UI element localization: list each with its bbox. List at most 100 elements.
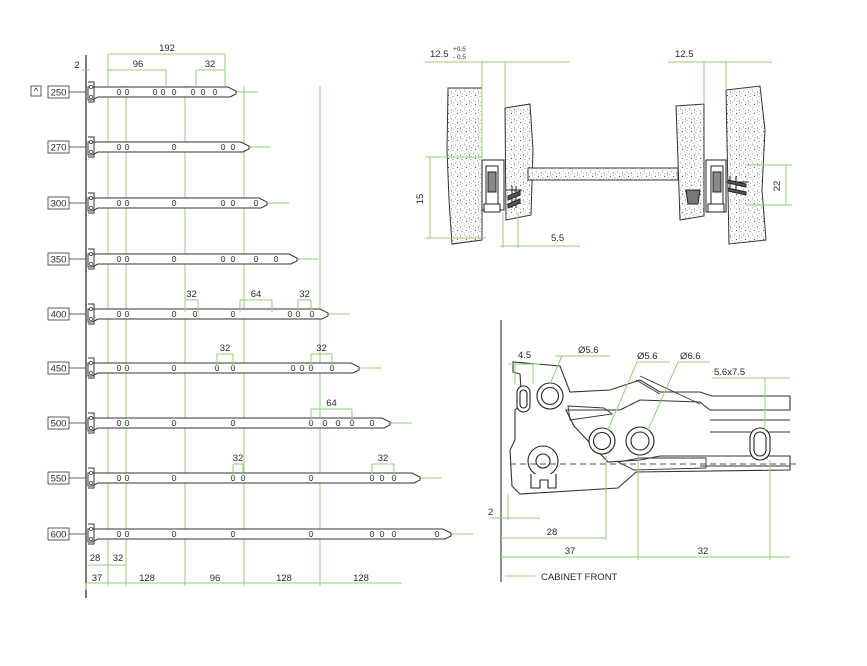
hole-center-mark: [118, 367, 120, 369]
rail-body: [87, 417, 391, 432]
hole-center-mark: [192, 91, 194, 93]
rail-row-270: 270: [47, 136, 271, 158]
bracket-hole: [89, 371, 93, 375]
dim-2-top: 2: [74, 60, 79, 71]
bracket-hole: [89, 361, 93, 365]
bracket-hole: [89, 307, 93, 311]
hole-center-mark: [126, 313, 128, 315]
hole-center-mark: [173, 146, 175, 148]
hole-center-mark: [301, 367, 303, 369]
hole-center-mark: [118, 313, 120, 315]
inline-dimension: 32: [371, 453, 395, 476]
rail-length-label: 600: [51, 530, 67, 541]
hole-center-mark: [118, 477, 120, 479]
hole-center-mark: [331, 367, 333, 369]
bracket-hole: [89, 416, 93, 420]
tolerance-plus: +0.5: [453, 46, 466, 53]
hole-center-mark: [173, 313, 175, 315]
hole-center-mark: [232, 477, 234, 479]
rail-row-450: 450: [47, 357, 381, 379]
rail-body: [87, 253, 298, 268]
dim-192: 192: [159, 43, 175, 54]
inline-dimension: 32: [232, 453, 244, 476]
hole-center-mark: [371, 533, 373, 535]
hole-center-mark: [126, 367, 128, 369]
inline-dimension: 64: [310, 398, 353, 421]
rail-row-500: 500: [47, 412, 412, 434]
hole-center-mark: [297, 313, 299, 315]
rail-length-label: 500: [51, 419, 67, 430]
hole-center-mark: [324, 422, 326, 424]
hole-center-mark: [222, 146, 224, 148]
bracket-hole: [89, 481, 93, 485]
inline-dimension-label: 64: [326, 398, 337, 409]
rail-body: [87, 308, 329, 323]
inline-dimension-label: 32: [220, 343, 231, 354]
hole-center-mark: [337, 422, 339, 424]
rail-row-250: 250: [47, 81, 258, 103]
hole-center-mark: [173, 477, 175, 479]
hole-center-mark: [310, 422, 312, 424]
hole-center-mark: [371, 477, 373, 479]
hole-center-mark: [255, 258, 257, 260]
dim-15: 15: [415, 194, 426, 205]
rail-front-bracket: [88, 303, 95, 325]
collapse-glyph: ^: [34, 86, 39, 96]
hole-center-mark: [275, 258, 277, 260]
left-slide-profile: [481, 159, 522, 213]
rail-length-label: 350: [51, 255, 67, 266]
dim-slot-5-6x7-5: 5.6x7.5: [714, 367, 745, 378]
inline-dimension: 32: [216, 343, 234, 366]
hole-center-mark: [126, 146, 128, 148]
bracket-hole: [89, 317, 93, 321]
rail-front-bracket: [88, 467, 95, 489]
hole-center-mark: [118, 91, 120, 93]
hole-center-mark: [162, 91, 164, 93]
dim-28-bottom: 28: [90, 553, 101, 564]
bracket-hole: [89, 426, 93, 430]
hole-center-mark: [255, 202, 257, 204]
drawer-bottom-panel: [527, 167, 679, 181]
dim-12-5-right: 12.5: [675, 49, 694, 60]
rail-front-bracket: [88, 523, 95, 545]
hole-center-mark: [126, 533, 128, 535]
rail-length-label: 270: [51, 143, 67, 154]
bracket-hole: [89, 252, 93, 256]
hole-center-mark: [126, 422, 128, 424]
rail-body: [87, 472, 421, 487]
cabinet-front-label: CABINET FRONT: [541, 572, 618, 583]
dim-32-detail: 32: [698, 546, 709, 557]
dim-32-bottom: 32: [113, 553, 124, 564]
inline-dimension: 32: [310, 343, 333, 366]
rail-inner-guides: [635, 375, 790, 467]
bracket-hole: [89, 537, 93, 541]
collapse-icon[interactable]: [30, 85, 42, 97]
hole-center-mark: [381, 533, 383, 535]
dim-128-b: 128: [276, 573, 292, 584]
hole-center-mark: [310, 367, 312, 369]
bracket-hole: [89, 527, 93, 531]
rail-front-bracket: [88, 192, 95, 214]
bracket-hole: [89, 140, 93, 144]
dim-128-c: 128: [353, 573, 369, 584]
dim-2-detail: 2: [488, 507, 493, 518]
hole-center-mark: [173, 91, 175, 93]
hole-center-mark: [194, 313, 196, 315]
hole-center-mark: [173, 422, 175, 424]
hole-center-mark: [154, 91, 156, 93]
dim-22: 22: [772, 181, 783, 192]
dim-128-a: 128: [139, 573, 155, 584]
rail-row-400: 400: [47, 303, 350, 325]
hole-center-mark: [118, 258, 120, 260]
hole-center-mark: [126, 202, 128, 204]
tolerance-minus: - 0.5: [453, 54, 466, 61]
hole-center-mark: [232, 258, 234, 260]
rail-lengths-panel: 192 96 32 2 ^ 25027030035040045050055060…: [30, 43, 473, 598]
rail-inner-channel: [567, 405, 707, 471]
rail-row-300: 300: [47, 192, 289, 214]
hole-center-mark: [232, 146, 234, 148]
hole-center-mark: [311, 313, 313, 315]
rail-length-label: 300: [51, 199, 67, 210]
hole-center-mark: [351, 422, 353, 424]
